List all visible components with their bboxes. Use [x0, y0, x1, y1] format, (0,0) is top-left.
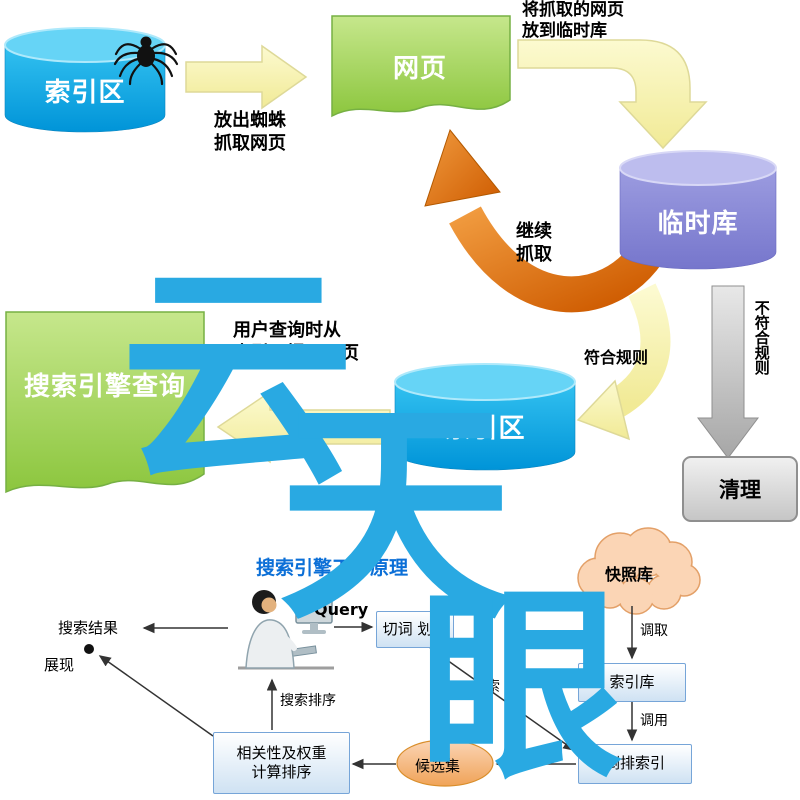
candidate-label: 候选集 — [415, 757, 461, 775]
candidate-ellipse — [396, 739, 494, 787]
crawl-label-line2: 抓取网页 — [214, 132, 286, 154]
recrawl-label-line1: 继续 — [516, 221, 552, 242]
not-match-arrow — [697, 285, 759, 459]
rank-box-line1: 相关性及权重 — [236, 743, 327, 762]
webpage-shape — [331, 15, 511, 118]
temp-db-cylinder — [619, 150, 777, 270]
recrawl-label: 继续 抓取 — [504, 221, 564, 266]
segment-box-label: 切词 划词 — [382, 619, 448, 638]
recrawl-label-line2: 抓取 — [516, 243, 552, 265]
clean-box: 清理 — [682, 456, 798, 522]
recrawl-arrow — [424, 128, 663, 313]
query-fetch-line2: 索引区提取网页 — [233, 342, 359, 364]
segment-box: 切词 划词 — [376, 611, 454, 648]
fetch-label: 调取 — [640, 623, 668, 639]
inverted-index-box-label: 倒排索引 — [604, 754, 665, 773]
rank-box: 相关性及权重 计算排序 — [213, 732, 350, 794]
retrieve-label: 检索 — [472, 679, 500, 695]
not-match-rule-label: 不符合规则 — [752, 300, 771, 375]
temp-db-label: 临时库 — [657, 209, 739, 239]
inverted-index-box: 倒排索引 — [578, 744, 692, 784]
snapshot-cloud-label: 快照库 — [605, 565, 654, 584]
display-label: 展现 — [44, 656, 75, 674]
query-shape-label: 搜索引擎查询 — [23, 372, 186, 402]
call-label: 调用 — [640, 713, 668, 729]
index-lib-box: 索引库 — [578, 663, 686, 702]
index-db-1-label: 索引区 — [44, 78, 126, 108]
to-temp-label-line2: 放到临时库 — [522, 21, 607, 42]
query-text-label: Query — [314, 600, 369, 619]
match-rule-label: 符合规则 — [584, 348, 649, 367]
query-fetch-line1: 用户查询时从 — [233, 320, 341, 341]
rank-box-line2: 计算排序 — [251, 763, 312, 781]
user-clipart — [238, 590, 334, 670]
spider-icon — [113, 36, 179, 86]
query-arrow — [216, 390, 391, 464]
to-temp-label-line1: 将抓取的网页 — [522, 0, 624, 20]
index-db-2-cylinder — [394, 363, 576, 471]
sort-return-label: 搜索排序 — [280, 693, 336, 709]
index-lib-box-label: 索引库 — [609, 672, 655, 691]
to-temp-label: 将抓取的网页 放到临时库 — [522, 0, 712, 43]
display-dot — [84, 644, 94, 654]
crawl-label: 放出蜘蛛 抓取网页 — [190, 110, 310, 155]
to-temp-arrow — [517, 39, 708, 150]
query-shape — [5, 311, 205, 494]
crawl-arrow — [185, 44, 308, 110]
bottom-title: 搜索引擎工作原理 — [256, 557, 409, 579]
result-label: 搜索结果 — [58, 619, 119, 637]
match-rule-arrow — [576, 283, 671, 441]
connector-arrows — [84, 606, 638, 770]
crawl-label-line1: 放出蜘蛛 — [214, 110, 286, 131]
query-fetch-label: 用户查询时从 索引区提取网页 — [233, 320, 398, 365]
clean-box-label: 清理 — [719, 478, 761, 502]
snapshot-cloud — [577, 527, 701, 615]
index-db-2-label: 索引区 — [444, 414, 526, 444]
webpage-label: 网页 — [392, 54, 447, 84]
